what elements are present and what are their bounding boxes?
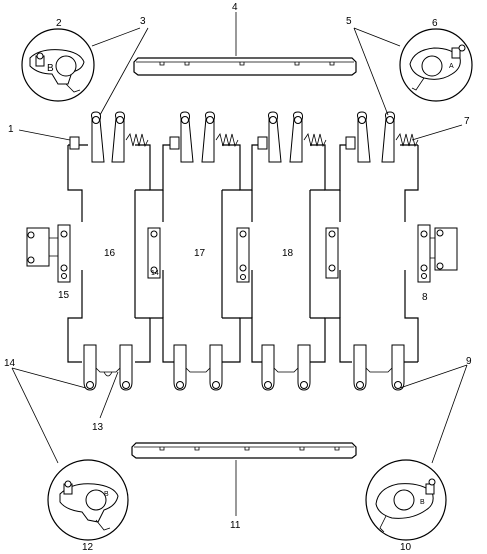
label-7: 7 bbox=[464, 116, 470, 127]
detail-view-12: B bbox=[47, 459, 129, 541]
detail-view-10: B bbox=[365, 459, 447, 541]
label-2: 2 bbox=[56, 18, 62, 29]
label-10: 10 bbox=[400, 542, 412, 553]
detail-view-2: B bbox=[21, 28, 95, 102]
svg-text:14: 14 bbox=[151, 270, 159, 277]
label-5: 5 bbox=[346, 16, 352, 27]
detail-mark-6: A bbox=[449, 63, 454, 70]
rocker-shaft-bottom bbox=[131, 442, 357, 459]
label-4: 4 bbox=[232, 2, 238, 13]
label-11: 11 bbox=[230, 520, 241, 531]
leader-lines bbox=[11, 12, 468, 516]
label-1: 1 bbox=[8, 124, 14, 135]
detail-mark-12: B bbox=[104, 491, 109, 498]
upper-rocker-arm-group bbox=[69, 111, 419, 163]
label-9: 9 bbox=[466, 356, 472, 367]
label-15: 15 bbox=[58, 290, 70, 301]
callout-labels: 1 2 3 4 5 6 7 8 9 10 11 12 13 14 15 16 1… bbox=[4, 2, 472, 553]
label-17: 17 bbox=[194, 248, 206, 259]
label-13: 13 bbox=[92, 422, 104, 433]
detail-mark-2: B bbox=[47, 63, 54, 74]
lower-rocker-arm-group bbox=[83, 344, 405, 391]
rocker-shaft-top bbox=[133, 57, 357, 76]
label-3: 3 bbox=[140, 16, 146, 27]
label-6: 6 bbox=[432, 18, 438, 29]
label-12: 12 bbox=[82, 542, 94, 553]
label-14: 14 bbox=[4, 358, 16, 369]
detail-mark-10: B bbox=[420, 499, 425, 506]
detail-view-6: A bbox=[399, 28, 473, 102]
middle-bracket-group: 14 bbox=[26, 224, 458, 283]
label-18: 18 bbox=[282, 248, 294, 259]
label-8: 8 bbox=[422, 292, 428, 303]
label-16: 16 bbox=[104, 248, 116, 259]
